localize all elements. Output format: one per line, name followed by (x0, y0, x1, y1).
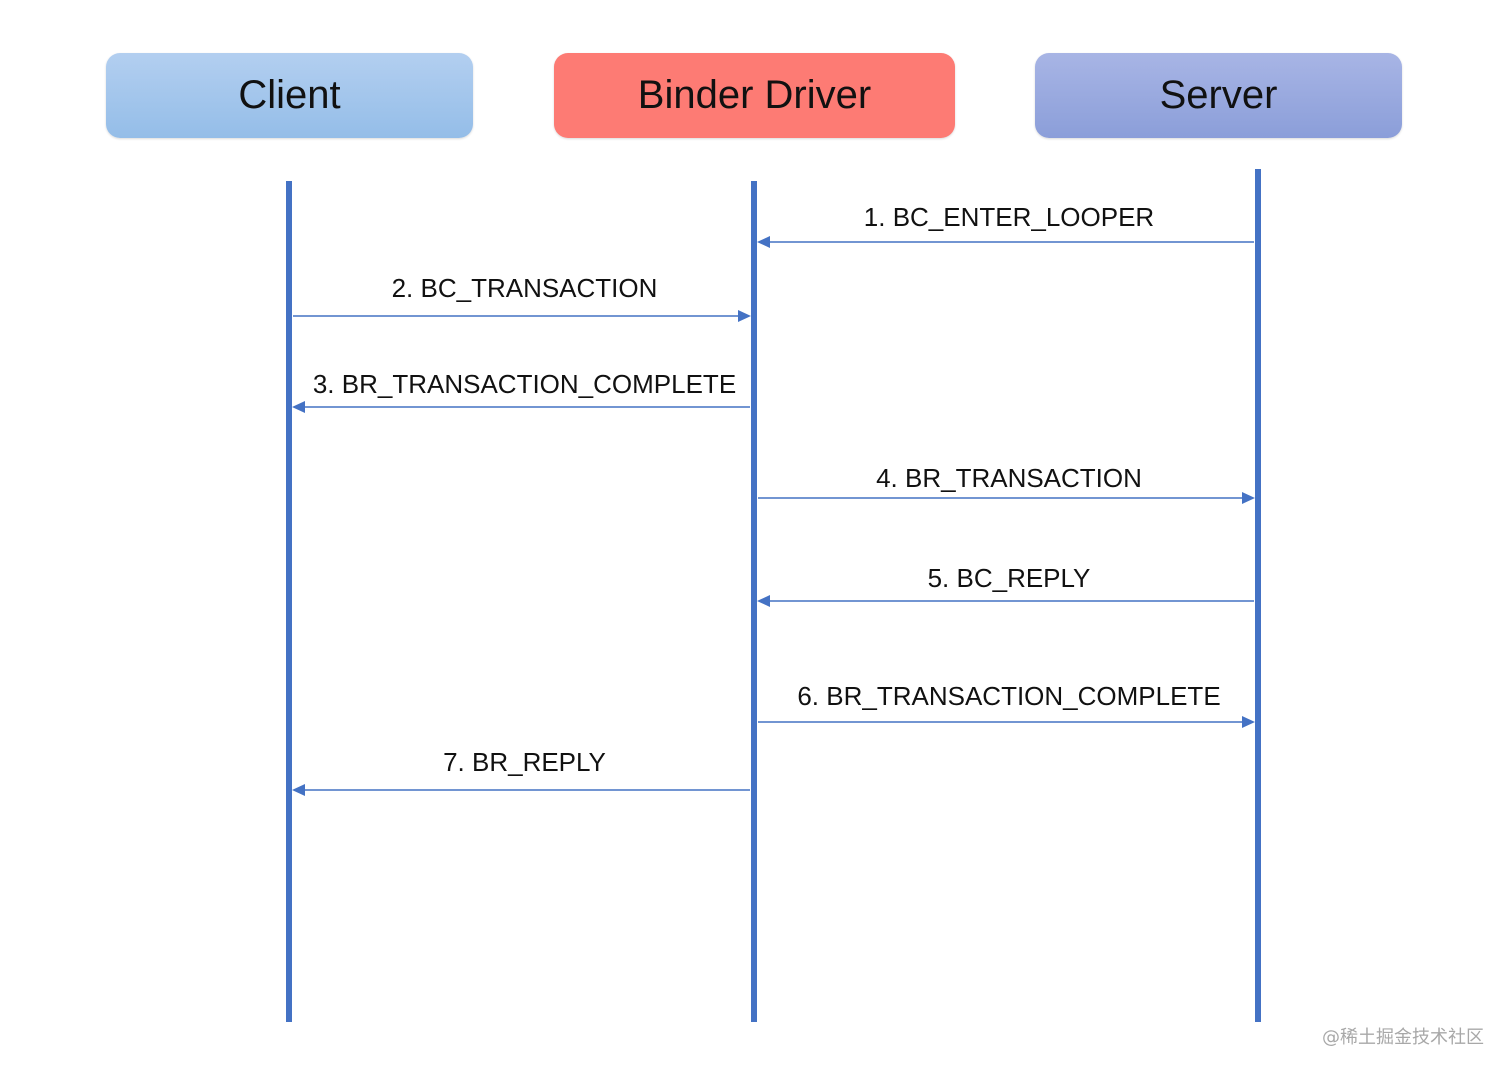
message-label: 5. BC_REPLY (928, 563, 1091, 593)
message-arrowhead (757, 236, 770, 248)
message-label: 4. BR_TRANSACTION (876, 463, 1142, 493)
participant-server: Server (1035, 53, 1402, 138)
message-label: 6. BR_TRANSACTION_COMPLETE (797, 681, 1220, 711)
participant-binder-driver: Binder Driver (554, 53, 955, 138)
message-label: 2. BC_TRANSACTION (392, 273, 658, 303)
message-arrowhead (738, 310, 751, 322)
message-label: 1. BC_ENTER_LOOPER (864, 202, 1154, 232)
participant-client: Client (106, 53, 473, 138)
participant-client-label: Client (238, 73, 341, 117)
message-arrowhead (292, 401, 305, 413)
message-label: 7. BR_REPLY (443, 747, 606, 777)
message-arrowhead (1242, 492, 1255, 504)
participant-binder-label: Binder Driver (637, 73, 872, 117)
message-arrowhead (757, 595, 770, 607)
participant-server-label: Server (1159, 73, 1278, 117)
watermark: @稀土掘金技术社区 (1322, 1027, 1484, 1048)
message-arrowhead (292, 784, 305, 796)
message-arrowhead (1242, 716, 1255, 728)
message-label: 3. BR_TRANSACTION_COMPLETE (313, 369, 736, 399)
message-group: 1. BC_ENTER_LOOPER 2. BC_TRANSACTION 3. BR… (292, 202, 1255, 796)
